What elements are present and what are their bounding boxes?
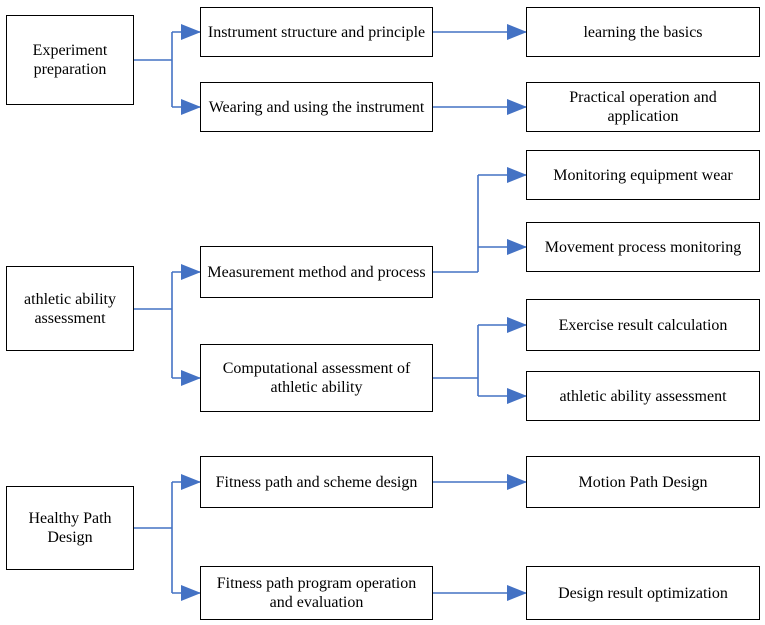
branch-label: Instrument structure and principle bbox=[207, 23, 426, 41]
leaf-movement-process: Movement process monitoring bbox=[526, 222, 760, 272]
leaf-monitoring-equipment: Monitoring equipment wear bbox=[526, 150, 760, 200]
branch-wearing-using: Wearing and using the instrument bbox=[200, 82, 433, 132]
leaf-label: learning the basics bbox=[583, 23, 703, 41]
connector-computational-assessment bbox=[433, 317, 527, 404]
branch-computational-assessment: Computational assessment of athletic abi… bbox=[200, 344, 433, 412]
branch-label: Measurement method and process bbox=[207, 263, 426, 281]
branch-instrument-structure: Instrument structure and principle bbox=[200, 7, 433, 57]
root-athletic-ability-assessment: athletic ability assessment bbox=[6, 266, 134, 351]
root-label: Healthy Path Design bbox=[28, 510, 112, 546]
leaf-motion-path-design: Motion Path Design bbox=[526, 456, 760, 508]
connector-measurement-method bbox=[433, 167, 527, 273]
branch-label: Computational assessment of athletic abi… bbox=[222, 360, 411, 396]
leaf-label: Motion Path Design bbox=[578, 473, 708, 491]
leaf-label: Exercise result calculation bbox=[558, 316, 728, 334]
leaf-practical-operation: Practical operation and application bbox=[526, 82, 760, 132]
leaf-exercise-result: Exercise result calculation bbox=[526, 299, 760, 351]
leaf-athletic-ability: athletic ability assessment bbox=[526, 371, 760, 421]
branch-fitness-path-scheme: Fitness path and scheme design bbox=[200, 456, 433, 508]
leaf-design-result-optimization: Design result optimization bbox=[526, 566, 760, 620]
root-healthy-path-design: Healthy Path Design bbox=[6, 486, 134, 570]
leaf-learning-basics: learning the basics bbox=[526, 7, 760, 57]
root-label: Experiment preparation bbox=[32, 42, 108, 78]
connector-experiment-preparation bbox=[134, 24, 201, 115]
branch-fitness-program-operation: Fitness path program operation and evalu… bbox=[200, 566, 433, 620]
leaf-label: Monitoring equipment wear bbox=[553, 166, 733, 184]
leaf-label: Design result optimization bbox=[558, 584, 728, 602]
connector-athletic-ability bbox=[134, 264, 201, 386]
branch-label: Wearing and using the instrument bbox=[208, 98, 425, 116]
leaf-label: Movement process monitoring bbox=[544, 238, 742, 256]
leaf-label: Practical operation and application bbox=[569, 89, 717, 125]
branch-label: Fitness path program operation and evalu… bbox=[216, 575, 417, 611]
branch-label: Fitness path and scheme design bbox=[215, 473, 418, 491]
leaf-label: athletic ability assessment bbox=[559, 387, 727, 405]
root-label: athletic ability assessment bbox=[24, 290, 116, 327]
connector-healthy-path bbox=[134, 474, 201, 601]
branch-measurement-method: Measurement method and process bbox=[200, 246, 433, 298]
root-experiment-preparation: Experiment preparation bbox=[6, 15, 134, 105]
